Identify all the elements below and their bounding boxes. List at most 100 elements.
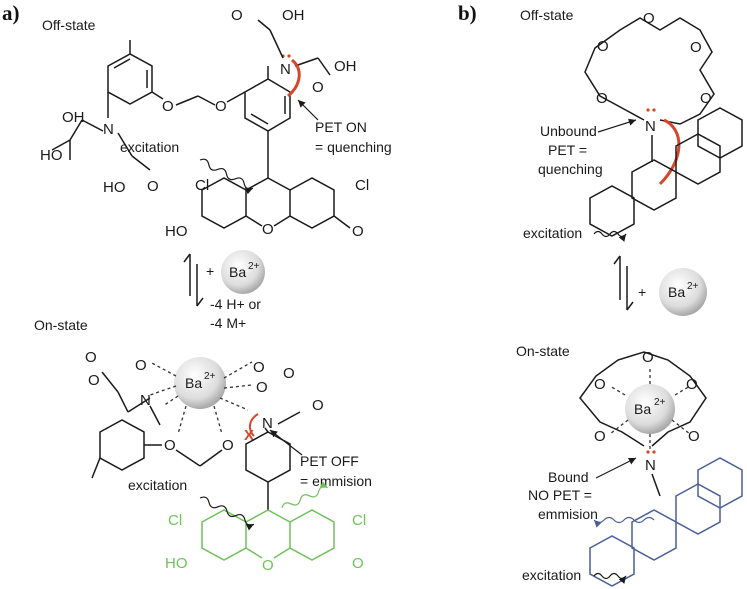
carbonyl-o-on-1: O	[88, 372, 100, 389]
barium-symbol-b-bound: Ba	[634, 401, 651, 417]
pet-off-label: PET OFF	[300, 453, 359, 469]
panel-b-on-state-label: On-state	[516, 343, 570, 359]
crown-n-on: N	[645, 457, 656, 474]
chloro-left: Cl	[195, 177, 209, 194]
anthracene-off-ring-1	[631, 159, 677, 211]
panel-b-off-state-label: Off-state	[520, 7, 574, 23]
crown-ether-on: O O O O O N Ba 2+	[579, 349, 707, 497]
anthracene-on	[589, 457, 743, 587]
crown-on-o-4: O	[594, 428, 606, 445]
emissive-xanthene-oxygen: O	[262, 557, 274, 574]
emissive-keto-oxygen: O	[352, 555, 364, 572]
ether-oxygen-1: O	[162, 98, 174, 115]
on-ether-o-1: O	[164, 437, 176, 454]
crown-o-2: O	[643, 10, 655, 27]
carbonyl-o-top: O	[231, 7, 243, 24]
excitation-wave-b-on	[593, 572, 627, 584]
carbonyl-o-mid: O	[147, 178, 159, 195]
bound-label: Bound	[548, 469, 588, 485]
barium-charge-a-bound: 2+	[204, 371, 216, 382]
panel-a-off-state-label: Off-state	[42, 17, 96, 33]
panel-b-label: b)	[458, 1, 477, 25]
pet-eq-label: PET =	[548, 142, 587, 158]
proton-loss-label-2: -4 M+	[210, 315, 246, 331]
panel-a: a) Off-state O O N HO OH	[2, 1, 392, 574]
no-pet-label: NO PET =	[528, 487, 592, 503]
barium-symbol-a-bound: Ba	[185, 375, 202, 391]
anthracene-off-ring-0	[589, 185, 635, 237]
pet-off-emission-label: = emmision	[300, 473, 372, 489]
crown-on-o-3: O	[686, 376, 698, 393]
emissive-xanthene-left	[201, 509, 247, 561]
panel-a-equilibrium: + Ba 2+ -4 H+ or -4 M+	[183, 250, 265, 331]
excitation-label-a-off: excitation	[120, 139, 179, 155]
crown-ether-off: O O O O O N	[584, 10, 715, 186]
carboxyl-oh-top-left: OH	[62, 109, 85, 126]
anthracene-on-ring-1	[631, 509, 677, 561]
crown-o-3: O	[690, 39, 702, 56]
crown-on-o-1: O	[594, 376, 606, 393]
xanthene-right-ring	[289, 177, 335, 229]
panel-a-label: a)	[2, 1, 20, 25]
pet-blocked-x: X	[244, 427, 254, 444]
panel-a-on-molecule: Ba 2+ O O O N O O O O N X	[85, 349, 372, 574]
anthracene-on-ring-0	[589, 535, 635, 587]
carboxylate-o-2: O	[135, 357, 147, 374]
barium-ion-a-bound	[174, 357, 226, 409]
crown-ring-on	[579, 351, 707, 447]
excitation-label-b-on: excitation	[522, 567, 581, 583]
pet-off-arrow	[248, 413, 259, 437]
panel-a-off-molecule: O O N HO OH HO O N	[40, 7, 392, 240]
emissive-xanthene-right	[289, 509, 335, 561]
excitation-wave-b-off	[593, 230, 627, 242]
pet-arrow-b	[658, 118, 681, 186]
anthracene-off	[589, 107, 743, 237]
emissive-hydroxyl: HO	[165, 555, 188, 572]
carboxyl-oh-right: OH	[334, 58, 357, 75]
plus-sign-b: +	[638, 284, 646, 300]
hydroxyl-ho: HO	[165, 223, 188, 240]
carbonyl-o-on-3: O	[312, 397, 324, 414]
proton-loss-label-1: -4 H+ or	[210, 296, 261, 312]
carboxylate-o-1: O	[85, 349, 97, 366]
barium-ion-b-reagent	[659, 268, 707, 316]
left-benzene-ring	[107, 53, 153, 105]
barium-ion-b-bound	[625, 384, 675, 434]
carboxylate-o-3: O	[253, 359, 265, 376]
excitation-label-a-on: excitation	[128, 477, 187, 493]
crown-o-1: O	[597, 38, 609, 55]
pet-on-quenching-label: = quenching	[315, 139, 392, 155]
keto-oxygen: O	[352, 223, 364, 240]
emissive-chloro-right: Cl	[352, 512, 366, 529]
ether-oxygen-2: O	[215, 98, 227, 115]
excitation-wave-a-off	[199, 158, 254, 195]
emission-wave-b	[593, 516, 655, 528]
amine-n-on-right: N	[262, 415, 273, 432]
quenching-label-b: quenching	[538, 161, 603, 177]
panel-b: b) Off-state O O O O O N Unbound PET = q…	[458, 1, 743, 587]
excitation-label-b-off: excitation	[523, 225, 582, 241]
on-ether-o-2: O	[222, 437, 234, 454]
excitation-wave-a-on	[199, 496, 255, 531]
barium-ion-a-reagent	[221, 250, 265, 294]
crown-ring-off	[584, 17, 715, 125]
carbonyl-o-on-2: O	[283, 365, 295, 382]
panel-b-equilibrium: + Ba 2+	[613, 255, 707, 316]
carboxyl-ho-mid: HO	[103, 179, 126, 196]
panel-a-on-state-label: On-state	[34, 317, 88, 333]
pet-on-arrow	[286, 58, 301, 98]
plus-sign-a: +	[206, 263, 214, 279]
barium-symbol-a-reagent: Ba	[229, 264, 246, 280]
pet-on-label: PET ON	[315, 119, 367, 135]
anthracene-off-ring-3	[697, 107, 743, 159]
barium-charge-b-bound: 2+	[654, 397, 666, 408]
barium-charge-b-reagent: 2+	[687, 281, 699, 292]
amine-nitrogen-1: N	[103, 121, 114, 138]
crown-n-off: N	[645, 118, 656, 135]
emission-label-b: emmision	[538, 506, 598, 522]
on-left-aryl-ring	[99, 419, 145, 471]
emissive-chloro-left: Cl	[168, 512, 182, 529]
emission-wave-a	[281, 481, 328, 509]
crown-o-5: O	[700, 90, 712, 107]
